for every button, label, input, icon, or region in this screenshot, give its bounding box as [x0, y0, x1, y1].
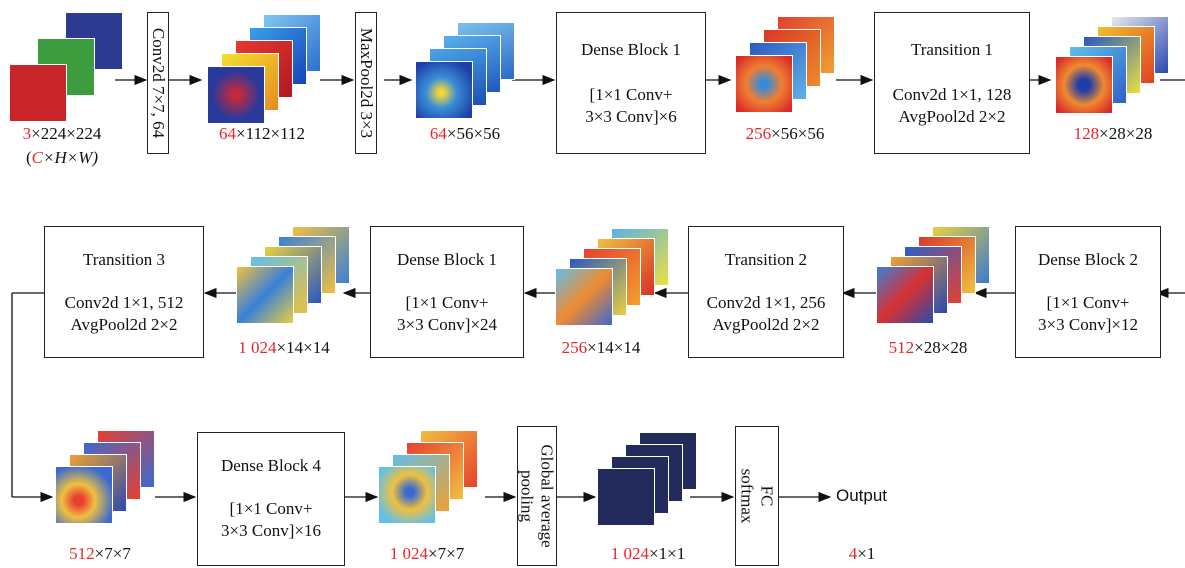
gap-feature-stack [597, 432, 697, 542]
dense-block-1-title: Dense Block 1 [580, 40, 682, 59]
transition-2: Transition 2 Conv2d 1×1, 256 AvgPool2d 2… [688, 226, 844, 358]
transition-2-title: Transition 2 [724, 250, 808, 269]
transition-3: Transition 3 Conv2d 1×1, 512 AvgPool2d 2… [44, 226, 204, 358]
fc-label: FC softmax [737, 468, 777, 524]
trans2-feature-stack [555, 228, 669, 338]
transition-3-line1: Conv2d 1×1, 512 [64, 293, 184, 313]
dense-block-2-title: Dense Block 2 [1037, 250, 1139, 269]
transition-3-line2: AvgPool2d 2×2 [70, 314, 178, 334]
dense-block-1-line1: [1×1 Conv+ [589, 85, 673, 105]
trans1-feature-stack [1055, 16, 1169, 116]
trans3-feature-stack [55, 430, 160, 540]
feature-map [415, 61, 473, 119]
transition-1-title: Transition 1 [910, 40, 994, 59]
pool-out-label: 64×56×56 [429, 124, 501, 143]
maxpool-label: MaxPool2d 3×3 [356, 27, 376, 139]
trans2-out-label: 256×14×14 [561, 338, 641, 357]
conv-out-label: 64×112×112 [219, 124, 305, 143]
dense1-feature-stack [735, 16, 835, 116]
input-dims-label: 3×224×224 [22, 124, 102, 143]
feature-map [597, 468, 655, 526]
feature-map [1055, 56, 1113, 114]
dense-block-4-line2: 3×3 Conv]×16 [221, 520, 321, 540]
pool-feature-stack [415, 22, 515, 122]
input-image-stack [8, 12, 123, 122]
feature-map [378, 466, 436, 524]
gap-label-line1: Global average [537, 444, 557, 548]
dense-block-2-line2: 3×3 Conv]×12 [1038, 314, 1138, 334]
feature-map [207, 66, 265, 124]
global-average-pooling-block: Global average pooling [517, 426, 557, 566]
feature-map [55, 466, 113, 524]
gap-out-label: 1 024×1×1 [610, 544, 686, 563]
transition-2-line2: AvgPool2d 2×2 [712, 314, 820, 334]
dense-block-1-line2: 3×3 Conv]×6 [585, 106, 677, 126]
conv2d-label: Conv2d 7×7, 64 [148, 27, 168, 139]
dense2-feature-stack [876, 226, 990, 336]
fc-softmax-block: FC softmax [735, 426, 779, 566]
final-out-label: 4×1 [848, 544, 876, 563]
output-label: Output [836, 486, 888, 505]
transition-3-title: Transition 3 [82, 250, 166, 269]
transition-1-line2: AvgPool2d 2×2 [898, 106, 1006, 126]
feature-map [876, 266, 934, 324]
dense-block-4: Dense Block 4 [1×1 Conv+ 3×3 Conv]×16 [197, 432, 345, 566]
dense-block-3-line2: 3×3 Conv]×24 [397, 314, 497, 334]
dense-block-1: Dense Block 1 [1×1 Conv+ 3×3 Conv]×6 [556, 12, 706, 154]
fc-label-line1: FC [757, 485, 777, 507]
dense3-feature-stack [236, 226, 350, 336]
transition-1-line1: Conv2d 1×1, 128 [892, 85, 1012, 105]
fc-label-line2: softmax [738, 468, 757, 524]
trans3-out-label: 512×7×7 [69, 544, 131, 563]
dense-block-3-line1: [1×1 Conv+ [405, 293, 489, 313]
maxpool-block: MaxPool2d 3×3 [355, 12, 377, 154]
gap-label: Global average pooling [517, 444, 557, 548]
feature-map [236, 266, 294, 324]
dense4-out-label: 1 024×7×7 [389, 544, 465, 563]
conv2d-7x7-block: Conv2d 7×7, 64 [147, 12, 169, 154]
dense4-feature-stack [378, 430, 488, 540]
transition-2-line1: Conv2d 1×1, 256 [706, 293, 826, 313]
dense-block-3-title: Dense Block 1 [396, 250, 498, 269]
dense-block-3: Dense Block 1 [1×1 Conv+ 3×3 Conv]×24 [370, 226, 524, 358]
dense3-out-label: 1 024×14×14 [238, 338, 330, 357]
feature-map [735, 55, 793, 113]
dense2-out-label: 512×28×28 [888, 338, 968, 357]
conv-feature-stack [207, 14, 322, 124]
dense1-out-label: 256×56×56 [745, 124, 825, 143]
dense-block-4-title: Dense Block 4 [220, 456, 322, 475]
input-channel-r [9, 64, 67, 122]
dense-block-2: Dense Block 2 [1×1 Conv+ 3×3 Conv]×12 [1015, 226, 1161, 358]
trans1-out-label: 128×28×28 [1073, 124, 1153, 143]
transition-1: Transition 1 Conv2d 1×1, 128 AvgPool2d 2… [874, 12, 1030, 154]
dense-block-4-line1: [1×1 Conv+ [229, 499, 313, 519]
gap-label-line2: pooling [518, 470, 537, 522]
dense-block-2-line1: [1×1 Conv+ [1046, 293, 1130, 313]
feature-map [555, 268, 613, 326]
input-dims-note: (C×H×W) [25, 148, 99, 167]
